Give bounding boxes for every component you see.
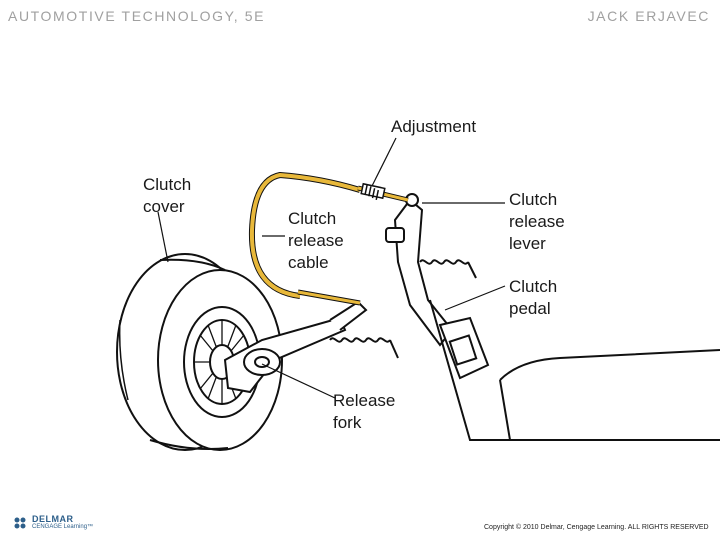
header-title: AUTOMOTIVE TECHNOLOGY, 5E: [8, 8, 266, 24]
logo-brand: DELMAR: [32, 514, 74, 524]
label-lever-line1: Clutch: [509, 190, 557, 209]
label-lever-line3: lever: [509, 234, 546, 253]
label-clutch-cover-line2: cover: [143, 197, 185, 216]
label-pedal-line2: pedal: [509, 299, 551, 318]
clutch-pedal-drawing: [385, 193, 490, 380]
label-clutch-release-lever: Clutch release lever: [509, 190, 570, 253]
release-fork-drawing: [223, 300, 368, 394]
label-clutch-release-cable: Clutch release cable: [288, 209, 349, 272]
publisher-logo: DELMAR CENGAGE Learning™: [12, 515, 93, 531]
label-fork-line2: fork: [333, 413, 362, 432]
clutch-release-cable: [248, 171, 409, 306]
vehicle-floor-outline: [429, 299, 720, 441]
label-clutch-cover-line1: Clutch: [143, 175, 191, 194]
label-cable-line1: Clutch: [288, 209, 336, 228]
fork-return-spring: [329, 337, 399, 359]
logo-subtitle: CENGAGE Learning™: [32, 524, 94, 530]
label-adjustment: Adjustment: [391, 117, 476, 136]
label-clutch-cover: Clutch cover: [143, 175, 196, 216]
label-cable-line3: cable: [288, 253, 329, 272]
leader-lines: [157, 137, 506, 399]
adjustment-fitting: [360, 182, 386, 201]
label-fork-line1: Release: [333, 391, 395, 410]
label-clutch-pedal: Clutch pedal: [509, 277, 562, 318]
copyright-notice: Copyright © 2010 Delmar, Cengage Learnin…: [484, 524, 709, 531]
pedal-return-spring: [419, 259, 477, 279]
delmar-logo-icon: [14, 517, 26, 529]
header-author: JACK ERJAVEC: [587, 8, 710, 24]
label-pedal-line1: Clutch: [509, 277, 557, 296]
label-lever-line2: release: [509, 212, 565, 231]
label-release-fork: Release fork: [333, 391, 400, 432]
label-cable-line2: release: [288, 231, 344, 250]
